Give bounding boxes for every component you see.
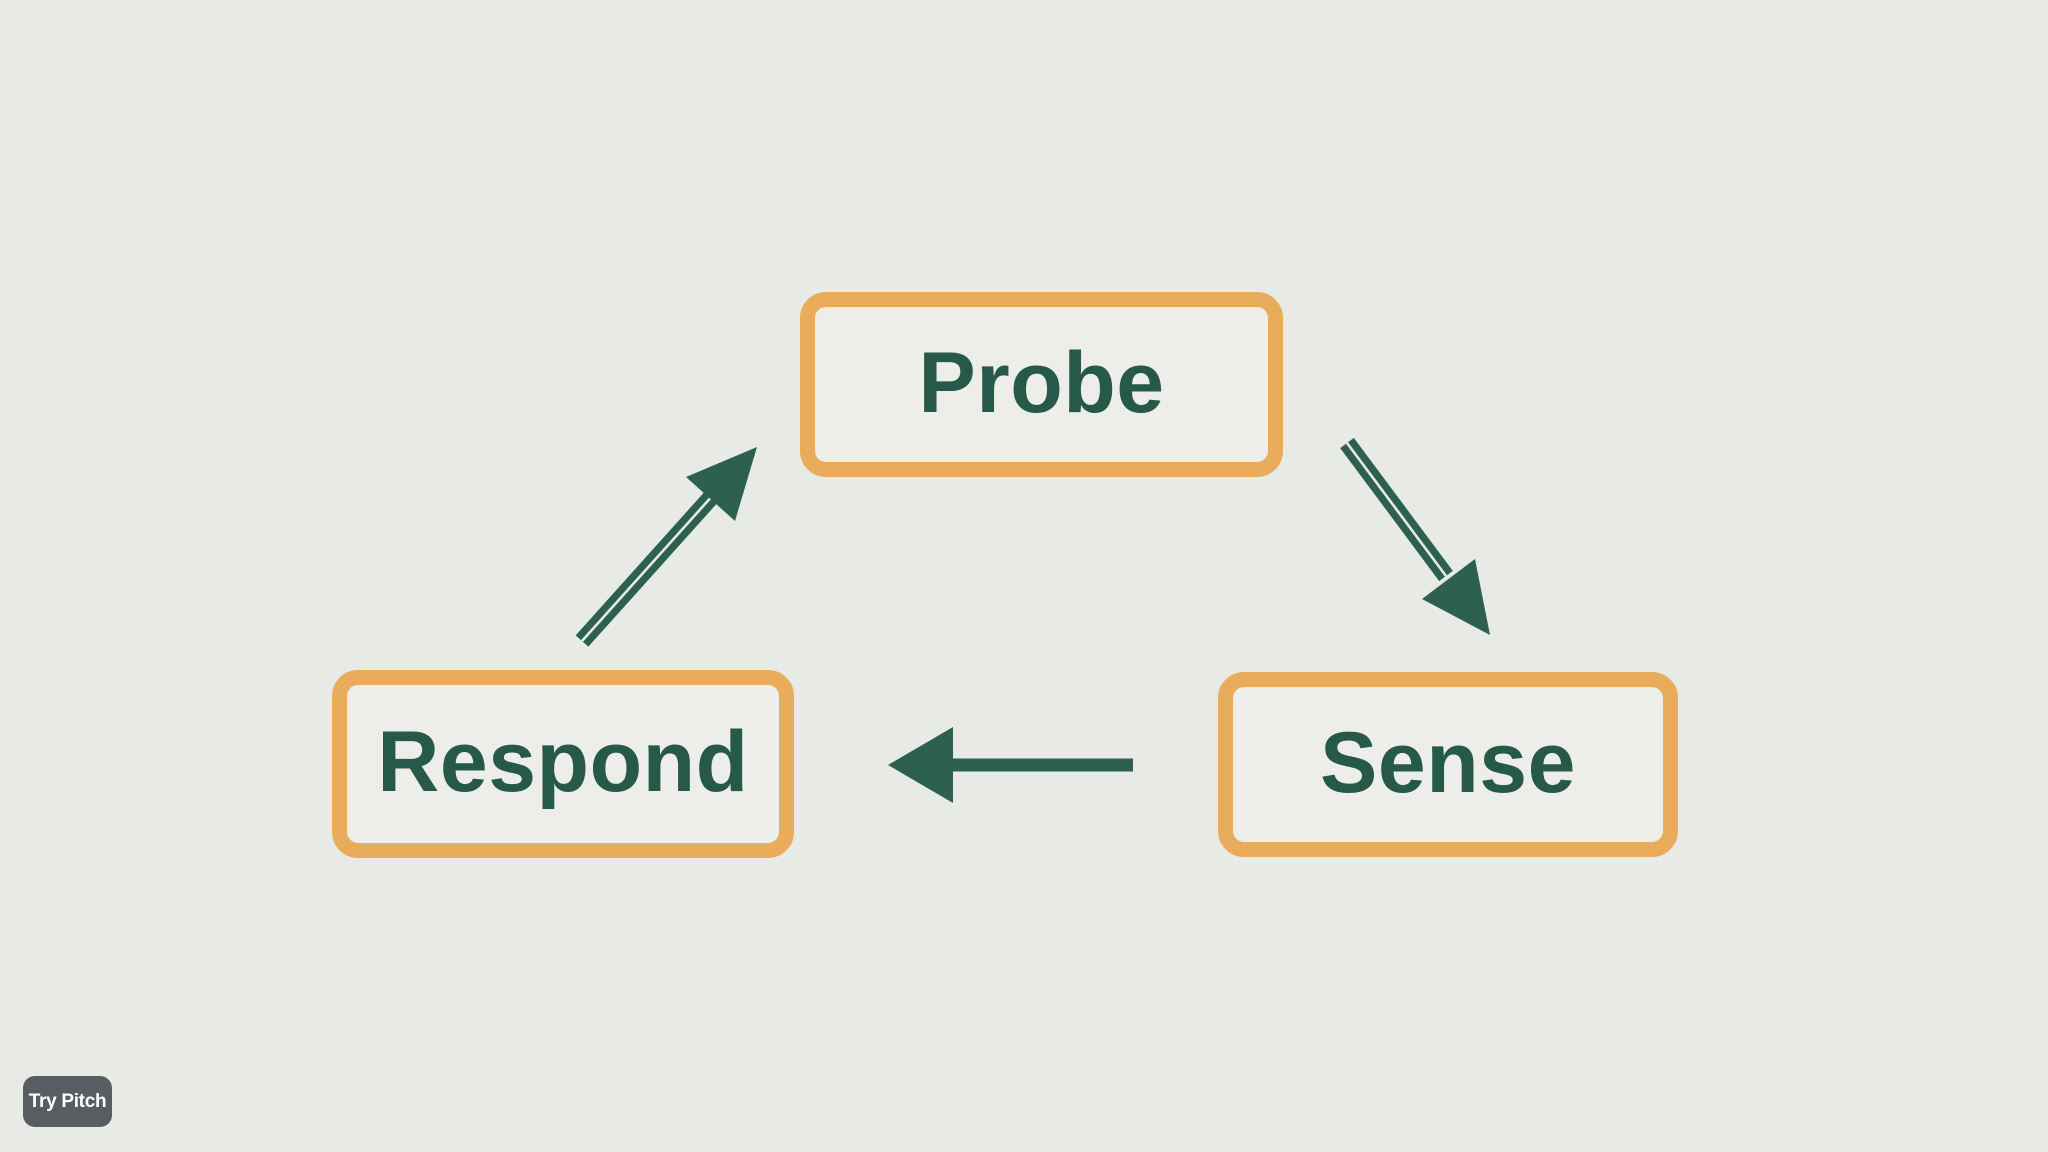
arrow-sense-to-respond: [888, 727, 1133, 803]
node-probe[interactable]: Probe: [800, 292, 1283, 477]
node-respond[interactable]: Respond: [332, 670, 794, 858]
try-pitch-badge[interactable]: Try Pitch: [23, 1076, 112, 1127]
node-probe-label: Probe: [918, 334, 1165, 431]
arrow-respond-to-probe: [575, 447, 757, 647]
node-sense[interactable]: Sense: [1218, 672, 1678, 857]
try-pitch-badge-label: Try Pitch: [28, 1090, 107, 1112]
node-sense-label: Sense: [1320, 714, 1576, 811]
arrow-probe-to-sense: [1340, 437, 1490, 635]
node-respond-label: Respond: [377, 714, 749, 810]
